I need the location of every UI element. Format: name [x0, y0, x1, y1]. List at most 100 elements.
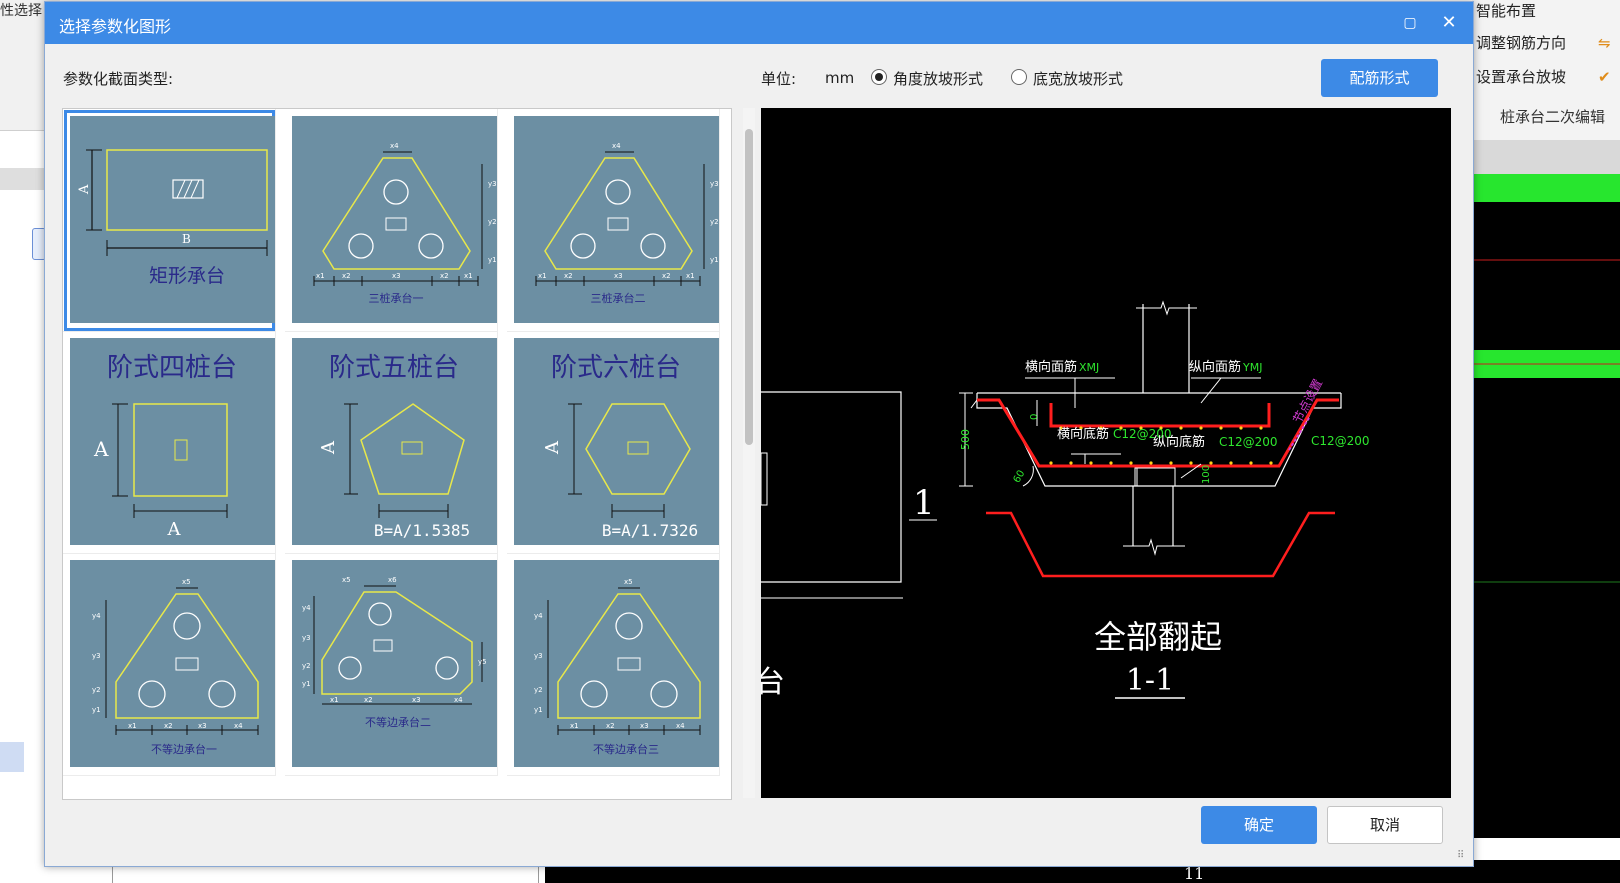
ribbon-adjust-rebar-direction-button[interactable]: 调整钢筋方向 [1476, 34, 1567, 52]
shape-tile-stepped-six-pile[interactable]: 阶式六桩台 A B=A/1.7326 [507, 331, 720, 554]
dim-cover: 0 [1029, 414, 1040, 420]
dim-label: x4 [612, 142, 621, 150]
background-canvas-green-band [1472, 174, 1620, 202]
cancel-button[interactable]: 取消 [1327, 806, 1443, 844]
dim-label: x3 [392, 272, 401, 280]
top-bar2-label: 纵向面筋 [1189, 359, 1241, 375]
ribbon-set-slope-button[interactable]: 设置承台放坡 [1476, 68, 1567, 86]
preview-canvas: 1 台 节点设 [761, 108, 1451, 798]
dim-label: x1 [686, 272, 695, 280]
shape-tile-rectangular[interactable]: A B 矩形承台 [63, 109, 276, 332]
shape-tile-three-pile-1[interactable]: x4 y3 y2 y1 x1 x2 x3 x2 x1 三桩承台一 [285, 109, 498, 332]
close-icon[interactable]: ✕ [1441, 12, 1457, 33]
dim-label: y1 [488, 256, 497, 264]
dim-label: x1 [538, 272, 547, 280]
dim-label: x2 [440, 272, 449, 280]
caption-main: 全部翻起 [1094, 618, 1222, 656]
shape-tile-unequal-1[interactable]: x5 y4 y3 y2 y1 x1 x2 x3 x4 不等边承台一 [63, 553, 276, 776]
background-ribbon [1472, 0, 1620, 140]
shape-tile-unequal-2[interactable]: x5 x6 y4 y3 y2 y1 y5 x1 x2 x3 x4 不等边承台二 [285, 553, 498, 776]
bottom-bar2-code: C12@200 [1219, 435, 1278, 449]
dim-label: A [77, 184, 92, 195]
shape-tile-stepped-four-pile[interactable]: 阶式四桩台 A A [63, 331, 276, 554]
stepped-five-pile-drawing: 阶式五桩台 A B=A/1.5385 [318, 353, 470, 540]
three-pile-cap-1-drawing: x4 y3 y2 y1 x1 x2 x3 x2 x1 三桩承台一 [313, 142, 497, 305]
ribbon-check-icon: ✔ [1598, 68, 1611, 86]
dim-label: x2 [662, 272, 671, 280]
shape-gallery: A B 矩形承台 x4 y [62, 108, 732, 800]
unequal-cap-2-drawing: x5 x6 y4 y3 y2 y1 y5 x1 x2 x3 x4 不等边承台二 [302, 576, 487, 729]
dim-label: y3 [488, 180, 497, 188]
shape-name: 三桩承台二 [591, 291, 646, 305]
dim-label: B=A/1.7326 [602, 521, 698, 540]
shape-name: 三桩承台一 [369, 291, 424, 305]
dim-label: B [182, 232, 191, 246]
dialog-title: 选择参数化图形 [59, 17, 172, 36]
dialog-titlebar[interactable]: 选择参数化图形 ▢ ✕ [45, 2, 1473, 44]
dim-label: A [542, 440, 563, 455]
dim-label: y3 [534, 652, 543, 660]
dim-label: x3 [412, 696, 421, 704]
shape-thumbnail: A B 矩形承台 [70, 116, 275, 323]
dim-bottom: 100 [1201, 465, 1212, 484]
shape-name: 不等边承台三 [593, 742, 659, 756]
shape-name: 阶式六桩台 [551, 353, 681, 383]
dim-angle: 60 [1012, 468, 1028, 485]
dim-label: y4 [534, 612, 543, 620]
gallery-scrollbar-thumb[interactable] [745, 129, 753, 445]
dim-label: x4 [676, 722, 685, 730]
dim-label: y1 [710, 256, 719, 264]
dim-label: B=A/1.5385 [374, 521, 470, 540]
dim-height: 500 [959, 429, 972, 450]
bottom-bar2-label: 纵向底筋 [1153, 434, 1205, 450]
dim-label: x4 [454, 696, 463, 704]
maximize-icon[interactable]: ▢ [1403, 15, 1417, 31]
angle-slope-radio[interactable] [871, 69, 887, 85]
section-type-label: 参数化截面类型: [63, 70, 174, 88]
dim-label: y1 [302, 680, 311, 688]
dim-label: x1 [316, 272, 325, 280]
shape-name: 不等边承台二 [365, 715, 431, 729]
rebar-form-button[interactable]: 配筋形式 [1321, 59, 1438, 97]
section-mark: 1 [913, 483, 935, 523]
dim-label: x3 [614, 272, 623, 280]
background-panel-strip [0, 168, 44, 190]
dim-label: y3 [92, 652, 101, 660]
width-slope-label[interactable]: 底宽放坡形式 [1033, 70, 1124, 88]
select-parametric-shape-dialog: 选择参数化图形 ▢ ✕ 参数化截面类型: 单位: mm 角度放坡形式 底宽放坡形… [44, 1, 1474, 867]
three-pile-cap-2-drawing: x4 y3 y2 y1 x1 x2 x3 x2 x1 三桩承台二 [535, 142, 719, 305]
dim-label: y2 [302, 662, 311, 670]
caption-sub: 1-1 [1126, 663, 1174, 698]
angle-slope-label[interactable]: 角度放坡形式 [893, 70, 984, 88]
ok-button[interactable]: 确定 [1201, 806, 1317, 844]
shape-tile-unequal-3[interactable]: x5 y4 y3 y2 y1 x1 x2 x3 x4 不等边承台三 [507, 553, 720, 776]
dim-label: x2 [164, 722, 173, 730]
dim-label: x3 [198, 722, 207, 730]
width-slope-radio[interactable] [1011, 69, 1027, 85]
dim-label: y4 [92, 612, 101, 620]
shape-tile-stepped-five-pile[interactable]: 阶式五桩台 A B=A/1.5385 [285, 331, 498, 554]
resize-grip-icon[interactable]: ⠿ [1457, 850, 1465, 861]
dim-label: y3 [302, 634, 311, 642]
dim-label: y2 [92, 686, 101, 694]
dim-label: y5 [478, 658, 487, 666]
background-canvas-tabbar [1472, 140, 1620, 174]
stepped-six-pile-drawing: 阶式六桩台 A B=A/1.7326 [542, 353, 698, 540]
dim-label: y2 [710, 218, 719, 226]
unit-value: mm [825, 69, 855, 87]
top-bar2-code: YMJ [1242, 361, 1262, 374]
unequal-cap-3-drawing: x5 y4 y3 y2 y1 x1 x2 x3 x4 不等边承台三 [534, 578, 701, 756]
dim-label: A [167, 519, 182, 540]
dim-label: x5 [624, 578, 633, 586]
shape-tile-three-pile-2[interactable]: x4 y3 y2 y1 x1 x2 x3 x2 x1 三桩承台二 [507, 109, 720, 332]
shape-name: 阶式五桩台 [329, 353, 459, 383]
dim-label: y2 [488, 218, 497, 226]
unequal-cap-1-drawing: x5 y4 y3 y2 y1 x1 x2 x3 x4 不等边承台一 [92, 578, 259, 756]
dim-label: x2 [564, 272, 573, 280]
ribbon-direction-icon: ⇋ [1598, 34, 1611, 52]
dim-label: y2 [534, 686, 543, 694]
ribbon-smart-layout-button[interactable]: 智能布置 [1476, 2, 1537, 20]
dim-label: x3 [640, 722, 649, 730]
dim-label: x2 [364, 696, 373, 704]
dim-label: x5 [342, 576, 351, 584]
